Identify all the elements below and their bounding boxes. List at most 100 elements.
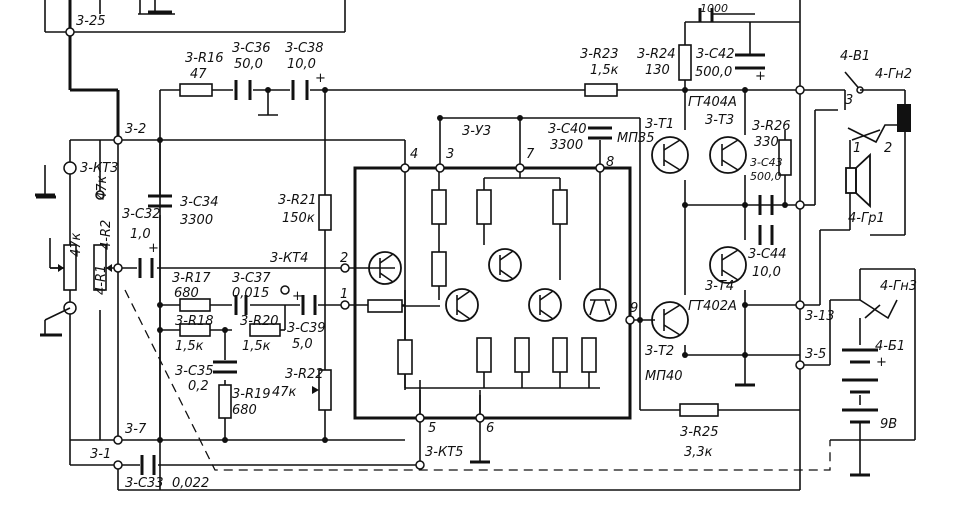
label-kt3: 3-КТ3 [80,161,118,176]
label-r18: 3-R18 [175,314,214,329]
label-b1-plus: + [876,355,887,370]
label-r23-val: 1,5к [590,63,619,78]
switch-v1 [844,71,905,94]
potentiometer-r22 [312,369,332,411]
label-r25-val: 3,3к [684,445,713,460]
label-c38-plus: + [315,71,326,86]
label-r1-val: 47к [69,232,84,257]
transistor-t3 [709,136,747,174]
capacitor-c33 [140,455,156,475]
resistor-r20 [249,323,281,337]
label-r24-val: 130 [645,63,670,78]
label-t1: 3-Т1 [645,117,674,132]
label-p5: 5 [428,421,436,436]
label-kt4: 3-КТ4 [270,251,308,266]
label-r20: 3-R20 [240,314,279,329]
label-t3-type: ГТ404А [688,95,737,110]
junction-dots [157,87,788,443]
jack-kt3 [35,161,77,337]
label-n2: 3-2 [125,122,146,137]
resistor-r26 [778,139,792,176]
label-sw3: 3 [845,93,853,108]
label-c39-val: 5,0 [292,337,313,352]
label-r24: 3-R24 [637,47,676,62]
speaker-gr1 [845,140,871,230]
label-t3: 3-Т3 [705,113,734,128]
label-r26-val: 330 [754,135,779,150]
potentiometer-r2 [93,244,112,291]
capacitor-c43 [758,195,774,215]
u3-transistor-5 [583,288,617,322]
label-kt5: 3-КТ5 [425,445,463,460]
dashed-return-line [124,289,831,471]
capacitor-c37 [234,295,248,315]
label-c38: 3-C38 [285,41,324,56]
label-r22-val: 47к [272,385,297,400]
components [35,8,911,475]
label-r20-val: 1,5к [242,339,271,354]
label-c34: 3-С34 [180,195,219,210]
label-r22: 3-R22 [285,367,324,382]
label-p9: 9 [630,301,638,316]
label-c43: 3-С43 [750,156,783,169]
label-r23: 3-R23 [580,47,619,62]
resistor-r24 [678,44,692,81]
label-c33: 3-С33 [125,476,164,491]
capacitor-c40 [588,126,612,140]
label-r19: 3-R19 [232,387,271,402]
component-labels: 1000 3-25 3-R16 47 3-C36 50,0 3-C38 10,0… [69,2,917,491]
u3-transistor-3 [488,248,522,282]
label-r16-val: 47 [190,67,207,82]
jack-gn2 [847,104,911,144]
capacitor-c42 [735,22,765,70]
label-r19-val: 680 [232,403,257,418]
label-c42-plus: + [755,69,766,84]
resistor-r23 [584,83,618,97]
label-r26: 3-R26 [752,119,791,134]
label-p3: 3 [446,147,454,162]
label-n5: 3-5 [805,347,826,362]
label-n13: 3-13 [805,309,835,324]
label-r17-val: 680 [174,286,199,301]
label-r2: 4-R2 [99,220,114,250]
label-b1-val: 9В [880,417,897,432]
label-p6: 6 [486,421,494,436]
label-c32-plus: + [148,241,159,256]
u3-module [353,166,632,420]
label-t2-type: МП40 [645,369,683,384]
label-p8: 8 [606,155,614,170]
label-c42-val: 500,0 [695,65,732,80]
label-sw1: 1 [853,141,861,156]
capacitor-c32 [138,258,154,278]
battery-b1 [842,348,878,440]
label-n25: 3-25 [76,14,106,29]
transistor-t4 [709,246,747,284]
capacitor-c39 [301,295,317,315]
label-r17: 3-R17 [172,271,211,286]
label-r16: 3-R16 [185,51,224,66]
label-r25: 3-R25 [680,425,719,440]
label-gn3: 4-Гн3 [880,279,917,294]
label-c36-val: 50,0 [234,57,263,72]
capacitor-c34 [148,194,172,208]
label-p4: 4 [410,147,418,162]
capacitor-c38 [291,80,309,100]
label-c38-val: 10,0 [287,57,316,72]
jack-gn3 [859,299,898,330]
label-gr1: 4-Гр1 [848,211,885,226]
label-c42: 3-C42 [696,47,735,62]
u3-transistor-4 [528,288,562,322]
label-c-top: 1000 [700,2,728,15]
ground-symbols [36,10,870,477]
label-t1-type: МП35 [617,131,655,146]
label-c37-val: 0,015 [232,286,269,301]
u3-transistor-2 [445,288,479,322]
label-c32-val: 1,0 [130,227,151,242]
label-c40: 3-С40 [548,122,587,137]
resistor-r21 [318,194,332,231]
label-c44: 3-С44 [748,247,787,262]
label-t4-type: ГТ402А [688,299,737,314]
transistor-t2 [651,301,689,339]
label-n1: 3-1 [90,447,111,462]
label-r2-val: 47к [95,175,110,200]
